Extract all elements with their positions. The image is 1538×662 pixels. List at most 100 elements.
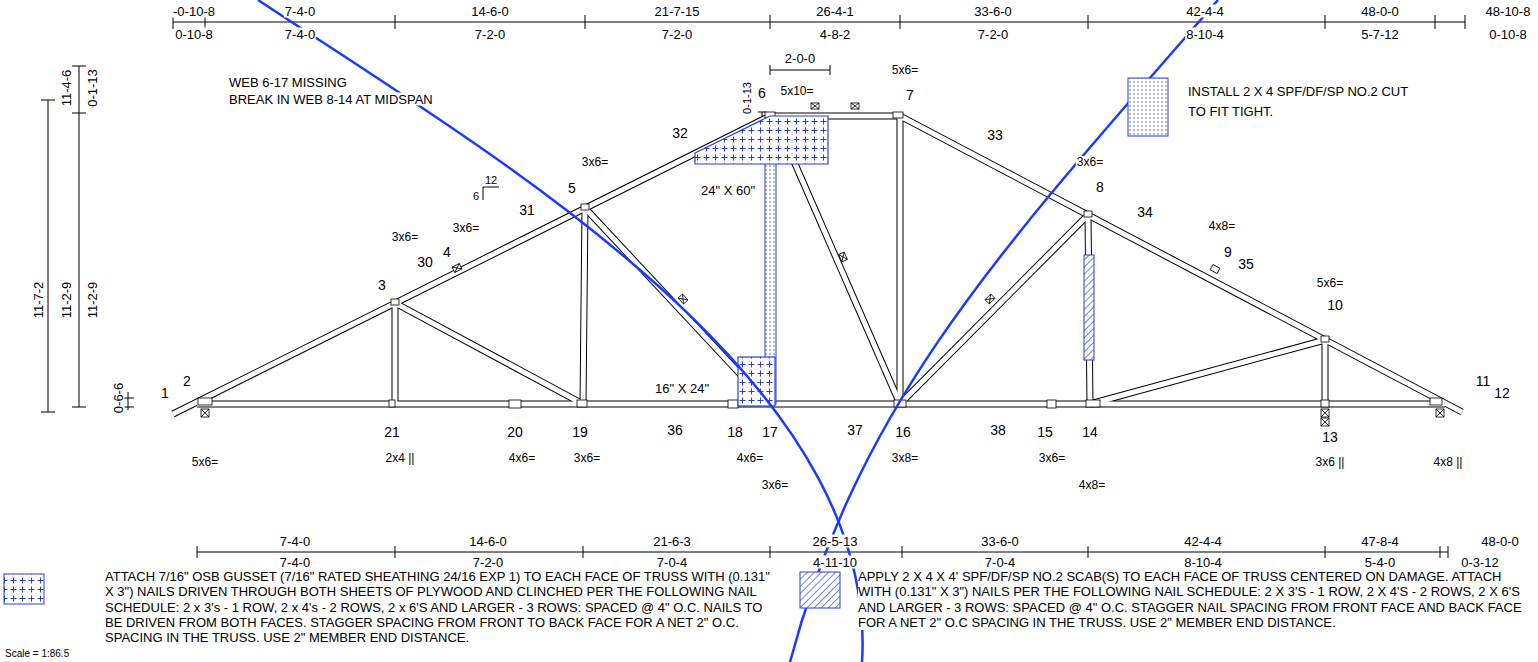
joint-number: 31 xyxy=(518,203,536,217)
dimension-label: 33-6-0 xyxy=(980,535,1020,548)
dimension-label: 48-0-0 xyxy=(1480,535,1520,548)
dimension-label: 0-1-13 xyxy=(742,81,753,115)
note: WEB 6-17 MISSING xyxy=(228,76,348,89)
legend-swatch xyxy=(1128,78,1168,136)
joint-number: 9 xyxy=(1223,245,1233,259)
joint-number: 2 xyxy=(182,374,192,388)
plates xyxy=(198,112,1442,408)
dimension-label: 11-2-9 xyxy=(60,281,73,320)
plate-size: 3x6= xyxy=(1038,452,1066,464)
dimension-label: 2-0-0 xyxy=(784,52,816,65)
plate-size: 3x6= xyxy=(761,479,789,491)
dimension-label: 0-3-12 xyxy=(1460,556,1500,569)
joint-number: 16 xyxy=(894,425,912,439)
legend-text: INSTALL 2 X 4 SPF/DF/SP NO.2 CUT TO FIT … xyxy=(1188,82,1416,122)
plate-size: 4x6= xyxy=(736,452,764,464)
joint-number: 38 xyxy=(989,423,1007,437)
joint-number: 21 xyxy=(383,425,401,439)
dimension-label: 48-10-8 xyxy=(1485,5,1532,18)
scab-web-8-14 xyxy=(1084,255,1094,360)
joint-number: 5 xyxy=(567,181,577,195)
dimension-label: 0-10-8 xyxy=(1488,28,1528,41)
plate-size: 3x6 || xyxy=(1315,456,1346,468)
gusset-size: 24" X 60" xyxy=(700,184,756,197)
plate-size: 3x6= xyxy=(452,222,480,234)
dimension-label: 0-1-13 xyxy=(86,68,99,108)
dimension-label: 0-10-8 xyxy=(174,28,214,41)
dimension-label: 42-4-4 xyxy=(1185,5,1225,18)
plate-size: 4x6= xyxy=(508,452,536,464)
joint-number: 11 xyxy=(1475,374,1492,388)
joint-number: 35 xyxy=(1237,257,1255,271)
joint-number: 8 xyxy=(1095,180,1105,194)
dimension-label: 8-10-4 xyxy=(1185,28,1225,41)
dimension-label: 5-7-12 xyxy=(1360,28,1400,41)
dimension-label: 26-4-1 xyxy=(815,5,855,18)
dimension-label: 8-10-4 xyxy=(1183,556,1223,569)
bracing-marks xyxy=(452,103,1220,304)
joint-number: 30 xyxy=(416,255,434,269)
dimension-label: 7-2-0 xyxy=(661,28,693,41)
dimension-label: 33-6-0 xyxy=(973,5,1013,18)
legend-text: APPLY 2 X 4 X 4' SPF/DF/SP NO.2 SCAB(S) … xyxy=(858,569,1530,630)
dimension-label: 48-0-0 xyxy=(1360,5,1400,18)
dimension-label: 0-6-6 xyxy=(112,382,125,414)
joint-number: 12 xyxy=(1493,386,1511,400)
joint-number: 17 xyxy=(761,425,779,439)
truss-members xyxy=(173,116,1462,414)
dimension-label: 14-6-0 xyxy=(470,5,510,18)
dimension-label: 4-8-2 xyxy=(819,28,851,41)
scale-note: Scale = 1:86.5 xyxy=(4,649,70,659)
dimension-label: 7-0-4 xyxy=(984,556,1016,569)
dimension-label: 5-4-0 xyxy=(1364,556,1396,569)
joint-number: 6 xyxy=(757,86,767,100)
osb-gusset-bottom xyxy=(738,357,775,406)
legend-swatches xyxy=(4,78,1168,608)
plate-size: 5x6= xyxy=(891,64,919,76)
dimension-label: 7-4-0 xyxy=(284,5,316,18)
dimension-label: 26-5-13 xyxy=(812,535,859,548)
dimension-label: 11-2-9 xyxy=(86,281,99,320)
plate-size: 3x6= xyxy=(391,231,419,243)
joint-number: 3 xyxy=(377,278,387,292)
legend-swatch xyxy=(4,574,44,604)
dimension-lines xyxy=(41,15,1465,558)
gusset-size: 16" X 24" xyxy=(654,382,710,395)
plate-size: 3x8= xyxy=(891,452,919,464)
osb-gusset-top xyxy=(695,116,828,164)
dimension-label: 47-8-4 xyxy=(1360,535,1400,548)
joint-number: 37 xyxy=(846,423,864,437)
plate-size: 5x6= xyxy=(1316,277,1344,289)
dimension-label: 7-4-0 xyxy=(284,28,316,41)
plate-size: 3x6= xyxy=(573,452,601,464)
note: BREAK IN WEB 8-14 AT MIDSPAN xyxy=(228,93,434,106)
dimension-label: 4-11-10 xyxy=(812,556,858,569)
joint-number: 32 xyxy=(671,126,689,140)
joint-number: 13 xyxy=(1321,430,1339,444)
plate-size: 2x4 || xyxy=(385,452,416,464)
legend-text: ATTACH 7/16" OSB GUSSET (7/16" RATED SHE… xyxy=(105,569,773,645)
dimension-label: 7-0-4 xyxy=(656,556,688,569)
joint-number: 18 xyxy=(726,425,744,439)
plate-size: 4x8= xyxy=(1078,479,1106,491)
joint-number: 36 xyxy=(666,423,684,437)
plate-size: 3x6= xyxy=(581,156,609,168)
joint-number: 1 xyxy=(160,386,170,400)
joint-number: 14 xyxy=(1081,425,1099,439)
plate-size: 4x8 || xyxy=(1433,456,1464,468)
joint-number: 20 xyxy=(506,425,524,439)
dimension-label: 21-7-15 xyxy=(654,5,701,18)
legend-swatch xyxy=(800,572,840,608)
joint-number: 10 xyxy=(1326,298,1344,312)
plate-size: 3x6= xyxy=(1076,156,1104,168)
dimension-label: 21-6-3 xyxy=(652,535,692,548)
bearing-symbols xyxy=(201,409,1444,426)
dimension-label: 7-4-0 xyxy=(279,535,311,548)
dimension-label: 14-6-0 xyxy=(468,535,508,548)
plate-size: 5x6= xyxy=(191,456,219,468)
joint-number: 15 xyxy=(1036,425,1054,439)
dimension-label: 11-7-2 xyxy=(32,281,45,320)
joint-number: 7 xyxy=(905,88,915,102)
dimension-label: 7-2-0 xyxy=(977,28,1009,41)
